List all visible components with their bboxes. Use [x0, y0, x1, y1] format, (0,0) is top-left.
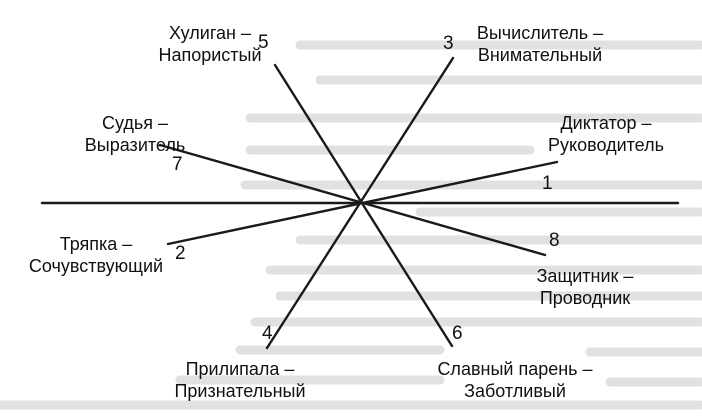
spoke-role-1: Диктатор – [560, 113, 652, 133]
spoke-number-8: 8 [549, 230, 560, 251]
spoke-label-5: Хулиган – Напористый [135, 22, 285, 66]
spoke-number-3: 3 [443, 33, 454, 54]
spoke-number-1: 1 [542, 173, 553, 194]
spoke-number-4: 4 [262, 323, 273, 344]
spoke-trait-6: Заботливый [464, 381, 566, 401]
spoke-role-3: Вычислитель – [476, 23, 604, 43]
spoke-trait-4: Признательный [174, 381, 306, 401]
spoke-trait-2: Сочувствующий [28, 256, 164, 276]
spoke-number-6: 6 [452, 323, 463, 344]
spoke-number-7: 7 [172, 154, 183, 175]
spoke-role-2: Тряпка – [59, 234, 133, 254]
spoke-number-5: 5 [258, 32, 269, 53]
spoke-label-8: Защитник – Проводник [520, 265, 650, 309]
spoke-trait-8: Проводник [539, 288, 631, 308]
spoke-trait-1: Руководитель [548, 135, 664, 155]
spoke-trait-3: Внимательный [477, 45, 603, 65]
spoke-number-2: 2 [175, 243, 186, 264]
spoke-role-7: Судья – [101, 113, 169, 133]
spoke-label-1: Диктатор – Руководитель [536, 112, 676, 156]
spoke-label-3: Вычислитель – Внимательный [455, 22, 625, 66]
spoke-label-4: Прилипала – Признательный [165, 358, 315, 402]
spoke-trait-5: Напористый [158, 45, 262, 65]
spoke-line-7 [158, 143, 547, 257]
spoke-label-2: Тряпка – Сочувствующий [26, 233, 166, 277]
spoke-trait-7: Выразитель [84, 135, 186, 155]
spoke-role-6: Славный парень – [437, 359, 593, 379]
spoke-line-5 [273, 63, 454, 348]
spoke-label-7: Судья – Выразитель [80, 112, 190, 156]
spoke-role-4: Прилипала – [185, 359, 295, 379]
spoke-label-6: Славный парень – Заботливый [430, 358, 600, 402]
spoke-role-8: Защитник – [536, 266, 634, 286]
spoke-role-5: Хулиган – [169, 23, 251, 43]
